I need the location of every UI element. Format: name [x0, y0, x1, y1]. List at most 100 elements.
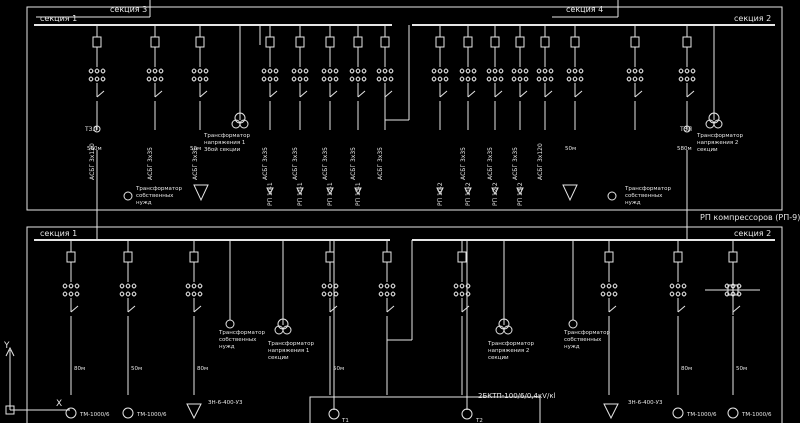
- feeder-cell: [88, 25, 106, 130]
- breaker-icon: [325, 251, 335, 263]
- breaker-icon: [630, 36, 640, 48]
- switch-blade-icon: [519, 90, 528, 98]
- svg-text:собственных: собственных: [564, 337, 602, 343]
- ucs-axis-icon: Y X: [3, 341, 70, 415]
- svg-text:Трансформатор: Трансформатор: [267, 341, 314, 347]
- upper-section2-label: секция 2: [734, 14, 771, 23]
- crosshair-cursor-icon: [705, 270, 760, 315]
- svg-text:собственных: собственных: [219, 337, 257, 343]
- breaker-icon: [380, 36, 390, 48]
- switch-blade-icon: [608, 305, 617, 313]
- feeder-cell: [459, 25, 477, 130]
- feeder-cell: [453, 240, 471, 395]
- transformer-icon: [122, 407, 134, 419]
- switch-blade-icon: [70, 305, 79, 313]
- length-label: 50м: [565, 146, 576, 152]
- cable-label: АСБГ 3х35: [377, 147, 384, 180]
- switch-blade-icon: [439, 90, 448, 98]
- transformer-icon: [65, 407, 77, 419]
- upper-frame: [26, 6, 783, 211]
- arrow-icon: [266, 187, 274, 196]
- feeder-cell: [431, 25, 449, 130]
- svg-text:3бой секции: 3бой секции: [204, 146, 241, 153]
- feeder-cell: [185, 240, 203, 395]
- svg-text:нужд: нужд: [625, 200, 641, 206]
- cable-label: АСБГ 3х35: [487, 147, 494, 180]
- transformer-t1-icon: [328, 408, 340, 420]
- switch-blade-icon: [677, 305, 686, 313]
- transformer-icon: [225, 319, 235, 329]
- switch-blade-icon: [199, 90, 208, 98]
- switch-blade-icon: [299, 90, 308, 98]
- arrow-icon: [326, 187, 334, 196]
- cable-label: АСБГ 3х35: [512, 147, 519, 180]
- svg-text:ТМ-1000/6: ТМ-1000/6: [136, 412, 167, 418]
- switch-blade-icon: [386, 305, 395, 313]
- breaker-icon: [353, 36, 363, 48]
- upper-aux-transformer-2: Трансформатор собственных нужд: [607, 186, 671, 206]
- cable-label: АСБГ 3х35: [262, 147, 269, 180]
- feeder-cell: [349, 25, 367, 130]
- svg-text:Трансформатор: Трансформатор: [135, 186, 182, 192]
- feeder-cell: [261, 25, 279, 130]
- axis-x-label: X: [56, 399, 62, 409]
- feeder-cell: [62, 240, 80, 395]
- lower-aux-transformer-1: Трансформатор собственных нужд: [218, 240, 265, 350]
- length-label: 50м: [736, 366, 747, 372]
- transformer-icon: [607, 191, 617, 201]
- switch-blade-icon: [574, 90, 583, 98]
- lower-voltage-transformer-2: Трансформатор напряжения 2 секции: [487, 240, 534, 361]
- feeder-cell: [566, 25, 584, 130]
- ktp-frame: [309, 396, 541, 423]
- transformer-icon: [123, 191, 133, 201]
- svg-text:нужд: нужд: [219, 344, 235, 350]
- lower-aux-transformer-2: Трансформатор собственных нужд: [563, 240, 610, 350]
- switch-blade-icon: [686, 90, 695, 98]
- cable-label: АСБГ 3х120: [89, 143, 96, 180]
- svg-text:ТМ-1000/6: ТМ-1000/6: [79, 412, 110, 418]
- transformer-icon: [568, 319, 578, 329]
- svg-text:собственных: собственных: [136, 193, 174, 199]
- svg-text:секции: секции: [488, 355, 509, 361]
- breaker-icon: [728, 251, 738, 263]
- upper-feeders: АСБГ 3х120 АСБГ 3х35 АСБГ 3х35 АСБГ 3х35 АСБ…: [87, 25, 696, 206]
- feeder-cell: [600, 240, 618, 395]
- lower-section1-label: секция 1: [40, 229, 77, 238]
- switch-blade-icon: [329, 90, 338, 98]
- svg-text:Трансформатор: Трансформатор: [218, 330, 265, 336]
- breaker-icon: [123, 251, 133, 263]
- svg-text:напряжения 1: напряжения 1: [268, 348, 309, 354]
- transformer-t2-icon: [461, 408, 473, 420]
- cable-label: АСБГ 3х35: [147, 147, 154, 180]
- svg-text:напряжения 1: напряжения 1: [204, 140, 245, 146]
- arrow-icon: [516, 187, 524, 196]
- arrester-icon: [186, 403, 202, 420]
- length-label: 50м: [190, 146, 201, 152]
- svg-text:ТМ-1000/6: ТМ-1000/6: [686, 412, 717, 418]
- switch-blade-icon: [96, 90, 105, 98]
- svg-text:Т1: Т1: [341, 418, 349, 423]
- breaker-icon: [92, 36, 102, 48]
- upper-panel-label: РП компрессоров (РП-9): [700, 213, 800, 222]
- svg-text:Трансформатор: Трансформатор: [624, 186, 671, 192]
- transformer-icon: [672, 407, 684, 419]
- switch-blade-icon: [384, 90, 393, 98]
- length-label: 50м: [131, 366, 142, 372]
- length-label: 80м: [197, 366, 208, 372]
- upper-section3-label: секция 3: [110, 5, 147, 14]
- breaker-icon: [382, 251, 392, 263]
- svg-text:нужд: нужд: [136, 200, 152, 206]
- arrow-icon: [354, 187, 362, 196]
- svg-text:Трансформатор: Трансформатор: [203, 133, 250, 139]
- switch-blade-icon: [154, 90, 163, 98]
- arrow-icon: [436, 187, 444, 196]
- breaker-icon: [540, 36, 550, 48]
- feeder-cell: [536, 25, 554, 130]
- tzl-right-label: ТЗЛ: [679, 126, 692, 133]
- breaker-icon: [457, 251, 467, 263]
- feeder-cell: [119, 240, 137, 395]
- breaker-icon: [325, 36, 335, 48]
- breaker-icon: [515, 36, 525, 48]
